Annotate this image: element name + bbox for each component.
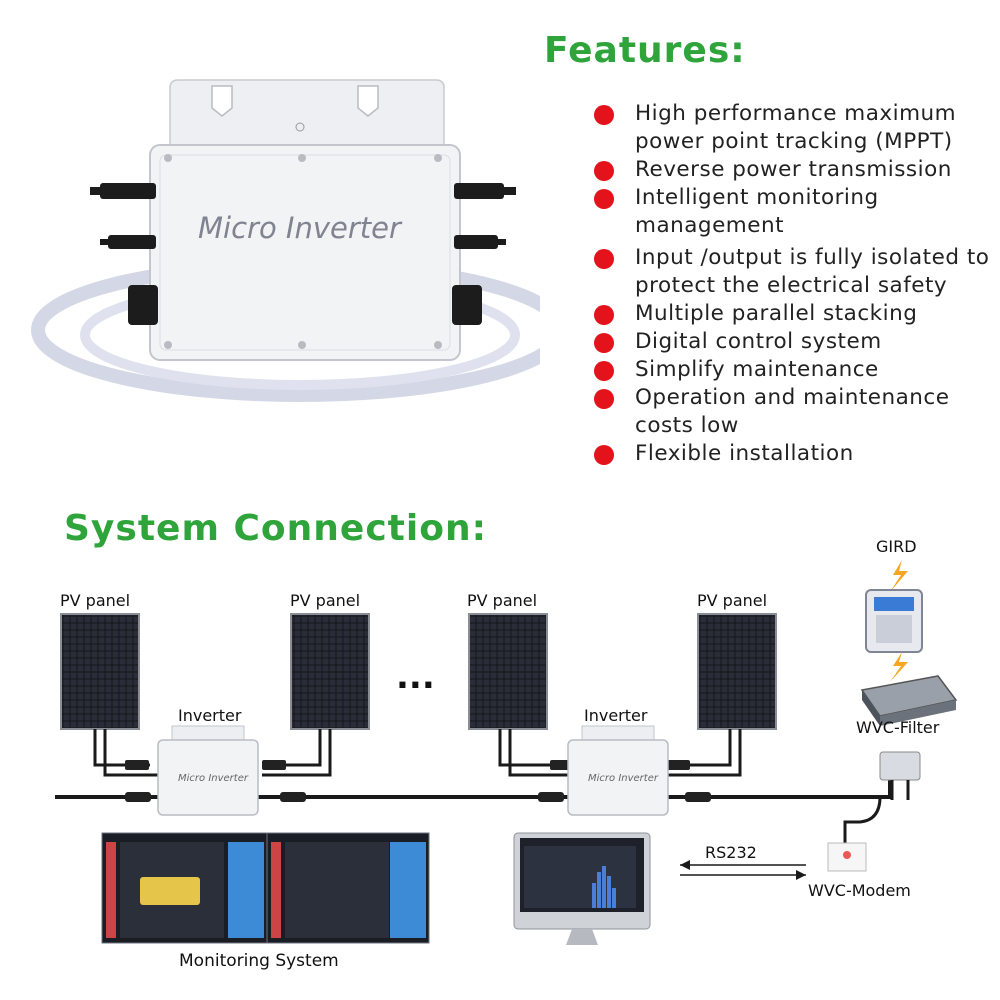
monitoring-screen-1: [101, 832, 268, 944]
feature-item: Input /output is fully isolated to prote…: [594, 244, 994, 300]
red-bullet-icon: [594, 161, 614, 181]
inverter-unit-1: Micro Inverter: [157, 725, 259, 816]
wvc-filter-icon: [860, 675, 958, 726]
red-bullet-icon: [594, 305, 614, 325]
pv-panel-label: PV panel: [290, 591, 360, 610]
inverter-label: Inverter: [178, 706, 242, 725]
pv-panel-2: [290, 613, 370, 730]
red-bullet-icon: [594, 389, 614, 409]
system-connection-title: System Connection:: [64, 508, 487, 549]
pv-panel-label: PV panel: [697, 591, 767, 610]
pv-panel-3: [468, 613, 548, 730]
feature-item: Digital control system: [594, 328, 994, 356]
wvc-filter-label: WVC-Filter: [856, 718, 940, 737]
pv-panel-label: PV panel: [467, 591, 537, 610]
pv-panel-4: [697, 613, 777, 730]
inverter-unit-text: Micro Inverter: [178, 773, 249, 784]
micro-inverter-product-image: Micro Inverter: [31, 79, 540, 402]
bidirectional-arrow-icon: [680, 860, 806, 880]
wvc-modem-icon: [827, 842, 867, 872]
pv-panel-1: [60, 613, 140, 730]
feature-item: Reverse power transmission: [594, 156, 994, 184]
red-bullet-icon: [594, 445, 614, 465]
computer-monitor-icon: [513, 832, 651, 945]
feature-item: High performance maximum power point tra…: [594, 100, 994, 156]
inverter-label: Inverter: [584, 706, 648, 725]
grid-label: GIRD: [876, 537, 917, 556]
feature-item: Intelligent monitoring management: [594, 184, 994, 240]
lightning-icon: [890, 652, 908, 682]
pv-panel-label: PV panel: [60, 591, 130, 610]
feature-item: Operation and maintenance costs low: [594, 384, 994, 440]
lightning-icon: [890, 560, 908, 592]
monitoring-system-label: Monitoring System: [179, 951, 339, 971]
inverter-unit-text: Micro Inverter: [588, 773, 659, 784]
grid-meter-icon: [865, 589, 923, 653]
features-list: High performance maximum power point tra…: [594, 100, 994, 468]
ellipsis: ...: [396, 657, 435, 697]
red-bullet-icon: [594, 333, 614, 353]
power-plug-icon: [879, 751, 921, 800]
wvc-modem-label: WVC-Modem: [808, 881, 911, 900]
rs232-label: RS232: [705, 843, 757, 862]
red-bullet-icon: [594, 361, 614, 381]
feature-item: Multiple parallel stacking: [594, 300, 994, 328]
features-title: Features:: [544, 30, 746, 71]
product-label: Micro Inverter: [198, 211, 403, 245]
feature-item: Flexible installation: [594, 440, 994, 468]
monitoring-screen-2: [266, 832, 430, 944]
red-bullet-icon: [594, 105, 614, 125]
red-bullet-icon: [594, 249, 614, 269]
red-bullet-icon: [594, 189, 614, 209]
inverter-unit-2: Micro Inverter: [567, 725, 669, 816]
feature-item: Simplify maintenance: [594, 356, 994, 384]
